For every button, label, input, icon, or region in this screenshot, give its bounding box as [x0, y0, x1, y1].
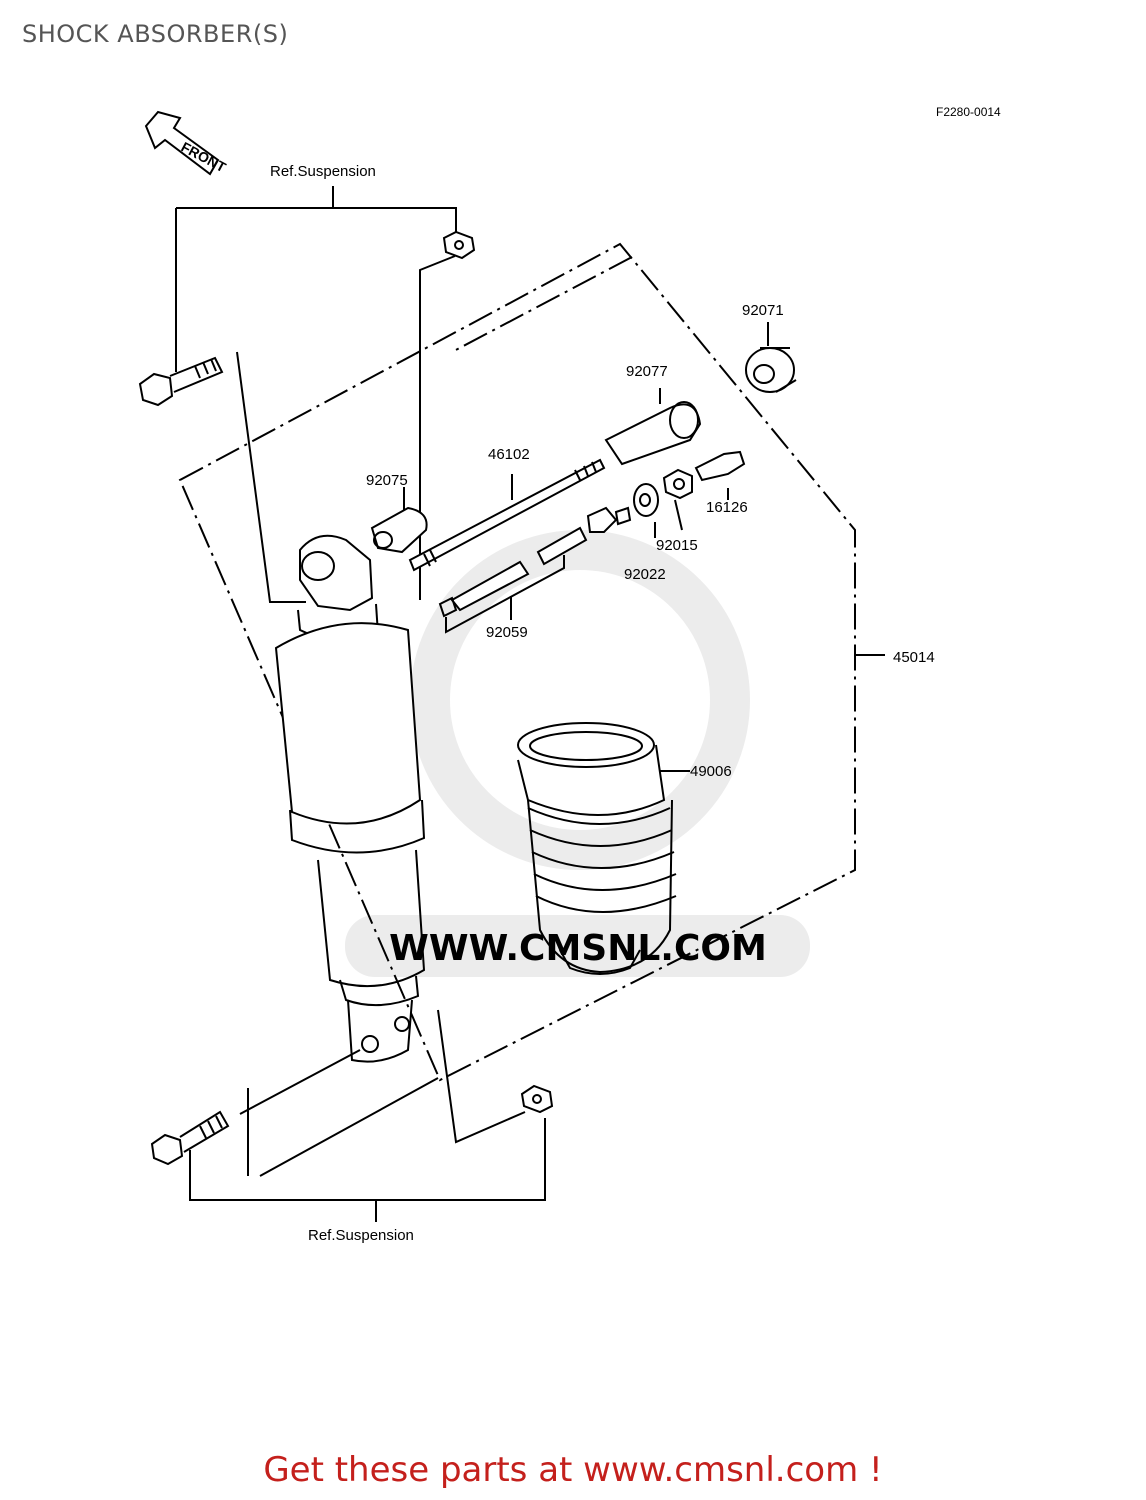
cta-link[interactable]: Get these parts at www.cmsnl.com ! — [263, 1450, 883, 1490]
part-label-92059: 92059 — [486, 624, 528, 641]
bolt-top — [138, 356, 224, 407]
bolt-bottom — [150, 1110, 230, 1166]
rubber-boot — [517, 722, 677, 975]
ref-bracket-bottom — [189, 1118, 546, 1222]
nut-top — [442, 230, 476, 260]
nipple — [694, 450, 746, 482]
ref-bracket-top — [175, 186, 457, 372]
part-label-92071: 92071 — [742, 302, 784, 319]
ref-suspension-top: Ref.Suspension — [270, 163, 376, 180]
diagram-code: F2280-0014 — [936, 105, 1001, 119]
threaded-fitting — [536, 506, 632, 566]
part-label-45014: 45014 — [893, 649, 935, 666]
nut-adjuster — [662, 468, 693, 500]
part-label-16126: 16126 — [706, 499, 748, 516]
part-label-92077: 92077 — [626, 363, 668, 380]
page-title: SHOCK ABSORBER(S) — [22, 20, 289, 48]
ref-suspension-bottom: Ref.Suspension — [308, 1227, 414, 1244]
nut-bottom — [520, 1084, 554, 1114]
part-label-92075: 92075 — [366, 472, 408, 489]
watermark: WWW.CMSNL.COM — [345, 530, 810, 977]
part-label-46102: 46102 — [488, 446, 530, 463]
grease-fitting — [438, 560, 530, 618]
front-arrow-icon: FRONT — [144, 110, 229, 175]
part-label-92022: 92022 — [624, 566, 666, 583]
watermark-text: WWW.CMSNL.COM — [389, 928, 767, 969]
shock-absorber — [274, 534, 426, 1063]
washer — [633, 483, 659, 517]
rubber-grommet — [745, 347, 797, 393]
adjuster-rod — [408, 458, 606, 572]
assembly-frame — [178, 242, 856, 1082]
collar — [370, 506, 428, 554]
parts-diagram: WWW.CMSNL.COM FRONT — [138, 105, 1001, 1244]
bushing — [604, 401, 702, 466]
part-label-49006: 49006 — [690, 763, 732, 780]
part-label-92015: 92015 — [656, 537, 698, 554]
